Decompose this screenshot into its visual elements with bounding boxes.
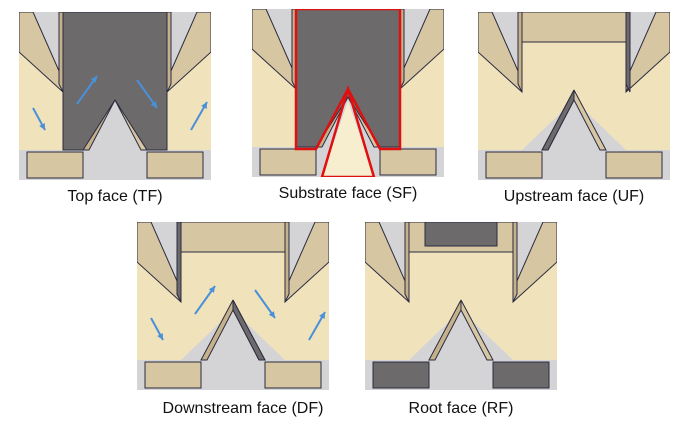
rf-highlighted-root-top [424, 222, 498, 247]
caption-substrate-face: Substrate face (SF) [278, 185, 418, 202]
rf-cream-surface [365, 222, 557, 360]
sf-bottom-left-block [259, 148, 317, 176]
sf-substrate-outline [294, 9, 402, 151]
tf-bottom-right-block-front [146, 151, 204, 179]
caption-downstream-face: Downstream face (DF) [162, 400, 324, 417]
uf-top-cap [521, 12, 627, 43]
panel-top-face [19, 12, 211, 180]
panel-downstream-face [137, 222, 329, 390]
rf-right-inner-wall [512, 222, 518, 303]
rf-notch-right-wall [460, 299, 494, 361]
sf-notch-surface [322, 101, 374, 177]
uf-highlighted-upstream-notch [541, 89, 575, 151]
df-bottom-right-block [264, 361, 322, 389]
rf-left-inner-wall [404, 222, 410, 303]
uf-notch-gap [548, 104, 600, 180]
tf-flow-arrow-4 [190, 101, 208, 131]
substrate-face-illustration [252, 9, 444, 177]
caption-top-face: Top face (TF) [67, 188, 163, 205]
tf-left-inner-wall [58, 12, 64, 93]
df-flow-arrow-2 [194, 285, 216, 315]
tf-bottom-left-block-front [26, 151, 84, 179]
df-highlighted-downstream-notch [232, 299, 266, 361]
panel-root-face [365, 222, 557, 390]
top-face-illustration [19, 12, 211, 180]
sf-bottom-right-block [379, 148, 437, 176]
uf-left-inner-wall [517, 12, 523, 93]
df-flow-arrow-4 [308, 311, 326, 341]
df-flow-arrow-3 [254, 289, 276, 319]
df-flow-arrow-1 [150, 317, 164, 341]
uf-bottom-right-block [605, 151, 663, 179]
tf-flow-arrow-3 [136, 79, 158, 109]
caption-upstream-face: Upstream face (UF) [503, 188, 645, 205]
panel-upstream-face [478, 12, 670, 180]
sf-notch-outline [320, 84, 376, 177]
df-cream-surface [137, 222, 329, 360]
panel-substrate-face [252, 9, 444, 177]
df-highlighted-downstream-face [176, 222, 182, 303]
tf-flow-arrow-2 [76, 75, 98, 105]
df-right-inner-wall [284, 222, 290, 303]
caption-root-face: Root face (RF) [408, 400, 514, 417]
df-notch-gap [207, 314, 259, 390]
tf-highlighted-top-face [62, 12, 168, 151]
rf-highlighted-root-bottom-left [372, 361, 430, 389]
df-top-cap [180, 222, 286, 253]
upstream-face-illustration [478, 12, 670, 180]
df-bottom-left-block [144, 361, 202, 389]
tf-right-inner-wall [166, 12, 172, 93]
uf-cream-surface [478, 12, 670, 150]
rf-notch-gap [435, 314, 487, 390]
root-face-illustration [365, 222, 557, 390]
downstream-face-illustration [137, 222, 329, 390]
uf-bottom-left-block [485, 151, 543, 179]
uf-highlighted-upstream-face [625, 12, 631, 93]
tf-flow-arrow-1 [32, 107, 46, 131]
rf-highlighted-root-bottom-right [492, 361, 550, 389]
tf-notch-gap-front [89, 104, 141, 180]
